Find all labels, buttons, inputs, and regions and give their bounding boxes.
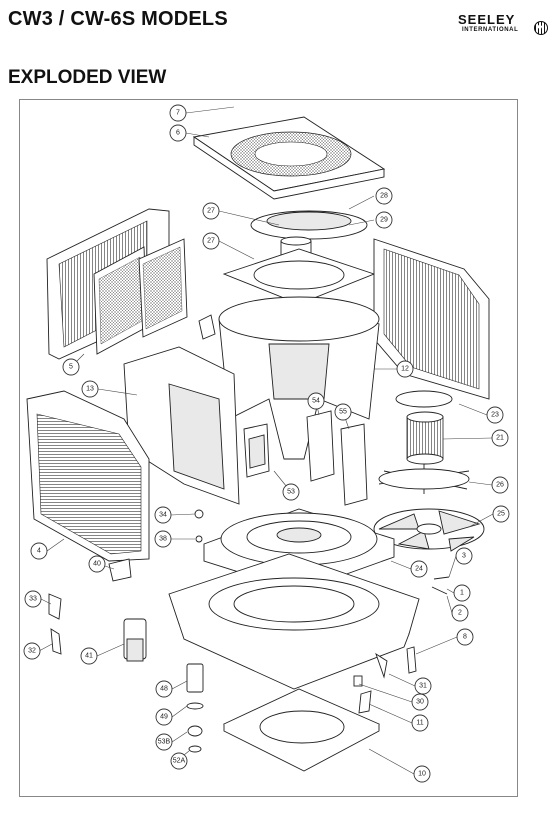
callout-32: 32: [23, 642, 41, 660]
svg-text:23: 23: [491, 412, 499, 419]
svg-text:54: 54: [312, 398, 320, 405]
callout-40: 40: [88, 555, 106, 573]
fan-blade: [373, 508, 485, 552]
water-tank: [168, 553, 420, 690]
seeley-logo: SEELEY INTERNATIONAL: [458, 12, 550, 38]
callout-28: 28: [375, 187, 393, 205]
svg-text:27: 27: [207, 208, 215, 215]
diagram-frame: [19, 99, 518, 797]
blower-housing: [218, 296, 380, 460]
leader-lines: [38, 106, 494, 775]
control-box: [243, 410, 368, 506]
callout-53b: 53B: [155, 733, 173, 751]
svg-text:32: 32: [28, 648, 36, 655]
svg-text:2: 2: [458, 610, 462, 617]
svg-text:1: 1: [460, 590, 464, 597]
callout-12: 12: [396, 360, 414, 378]
callout-5: 5: [62, 358, 80, 376]
svg-text:49: 49: [160, 714, 168, 721]
svg-text:53: 53: [287, 489, 295, 496]
callout-27a: 27: [202, 202, 220, 220]
fan-motor-upper: [222, 210, 376, 305]
callout-49: 49: [155, 708, 173, 726]
right-filter-panel: [373, 238, 490, 400]
top-lid: [192, 116, 386, 200]
svg-text:48: 48: [160, 686, 168, 693]
callout-30: 30: [411, 693, 429, 711]
svg-text:4: 4: [37, 548, 41, 555]
callout-29: 29: [375, 211, 393, 229]
svg-text:31: 31: [419, 683, 427, 690]
callout-7: 7: [169, 104, 187, 122]
svg-text:26: 26: [496, 482, 504, 489]
svg-text:12: 12: [401, 366, 409, 373]
fan-motor-assembly: [373, 390, 485, 552]
svg-text:52A: 52A: [173, 758, 186, 765]
callout-31: 31: [414, 677, 432, 695]
svg-text:38: 38: [159, 536, 167, 543]
callout-53: 53: [282, 483, 300, 501]
svg-text:21: 21: [496, 435, 504, 442]
callout-41: 41: [80, 647, 98, 665]
logo-wordmark: SEELEY: [458, 12, 516, 27]
part-callouts: 7 6 28 29 27 27 5 12 13 54 55 23 21 26 5…: [23, 104, 510, 783]
svg-text:29: 29: [380, 217, 388, 224]
callout-11: 11: [411, 714, 429, 732]
callout-3: 3: [455, 547, 473, 565]
svg-text:24: 24: [415, 566, 423, 573]
svg-text:40: 40: [93, 561, 101, 568]
callout-4: 4: [30, 542, 48, 560]
callout-8: 8: [456, 628, 474, 646]
callout-24: 24: [410, 560, 428, 578]
callout-25: 25: [492, 505, 510, 523]
callout-13: 13: [81, 380, 99, 398]
svg-text:13: 13: [86, 386, 94, 393]
drain-parts: [186, 663, 204, 753]
svg-text:8: 8: [463, 634, 467, 641]
svg-text:3: 3: [462, 553, 466, 560]
svg-text:27: 27: [207, 238, 215, 245]
svg-text:53B: 53B: [158, 739, 171, 746]
svg-text:34: 34: [159, 512, 167, 519]
svg-text:41: 41: [85, 653, 93, 660]
callout-34: 34: [154, 506, 172, 524]
callout-2: 2: [451, 604, 469, 622]
svg-text:7: 7: [176, 110, 180, 117]
section-title: EXPLODED VIEW: [8, 67, 167, 88]
svg-text:28: 28: [380, 193, 388, 200]
page-title: CW3 / CW-6S MODELS: [8, 8, 228, 30]
callout-38: 38: [154, 530, 172, 548]
logo-subtext: INTERNATIONAL: [462, 27, 519, 33]
svg-text:55: 55: [339, 409, 347, 416]
svg-text:25: 25: [497, 511, 505, 518]
front-louvre-panel: [26, 390, 150, 562]
callout-1: 1: [453, 584, 471, 602]
callout-54: 54: [307, 392, 325, 410]
svg-text:33: 33: [29, 596, 37, 603]
svg-text:10: 10: [418, 771, 426, 778]
callout-55: 55: [334, 403, 352, 421]
callout-52a: 52A: [170, 752, 188, 770]
callout-10: 10: [413, 765, 431, 783]
svg-text:30: 30: [416, 699, 424, 706]
callout-26: 26: [491, 476, 509, 494]
callout-27b: 27: [202, 232, 220, 250]
callout-23: 23: [486, 406, 504, 424]
small-bracket: [198, 314, 216, 340]
callout-6: 6: [169, 124, 187, 142]
globe-icon: [534, 21, 548, 35]
small-parts: [48, 509, 450, 714]
pump: [123, 618, 147, 662]
svg-text:11: 11: [416, 720, 423, 727]
svg-text:6: 6: [176, 130, 180, 137]
callout-48: 48: [155, 680, 173, 698]
callout-21: 21: [491, 429, 509, 447]
exploded-view-diagram: 7 6 28 29 27 27 5 12 13 54 55 23 21 26 5…: [23, 104, 510, 783]
callout-33: 33: [24, 590, 42, 608]
left-filter-panel: [46, 208, 188, 360]
svg-text:5: 5: [69, 364, 73, 371]
bottom-tray: [222, 688, 381, 772]
